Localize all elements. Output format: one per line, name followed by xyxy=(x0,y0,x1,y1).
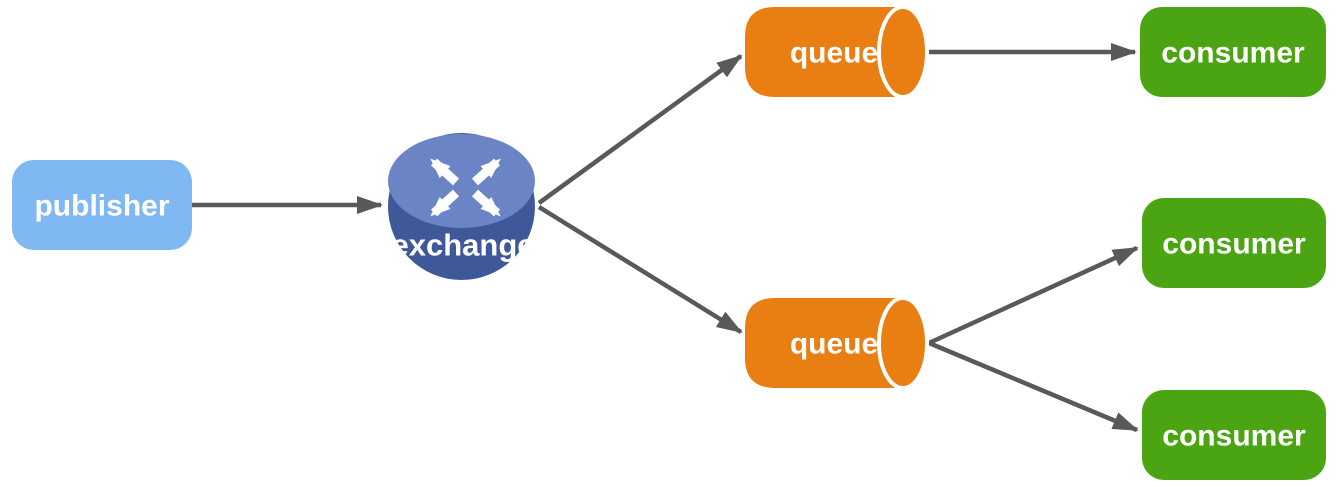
publisher-box xyxy=(12,160,192,250)
queue-bottom-node: queue xyxy=(745,296,929,390)
queue-top-body xyxy=(745,7,903,97)
consumer-middle-node: consumer xyxy=(1142,198,1326,288)
publisher-label: publisher xyxy=(34,190,169,223)
edge-queue-bottom-consumer-bottom xyxy=(928,340,1139,433)
queue-bottom-cap xyxy=(877,296,929,390)
queue-top-cap xyxy=(877,5,929,99)
exchange-node: exchange xyxy=(388,133,535,280)
consumer-top-box xyxy=(1140,7,1326,97)
route-arrow-top-right-icon xyxy=(471,158,501,186)
route-arrow-top-left-icon xyxy=(430,158,460,186)
queue-bottom-label: queue xyxy=(790,328,878,361)
consumer-top-label: consumer xyxy=(1161,37,1305,70)
exchange-top-face xyxy=(388,134,535,228)
consumer-middle-box xyxy=(1142,198,1326,288)
consumer-middle-label: consumer xyxy=(1162,228,1306,261)
edges xyxy=(192,43,1139,433)
queue-top-label: queue xyxy=(790,37,878,70)
route-arrows-icon xyxy=(430,158,501,217)
exchange-label: exchange xyxy=(391,228,534,263)
edge-exchange-queue-top xyxy=(537,54,743,205)
publisher-node: publisher xyxy=(12,160,192,250)
consumer-bottom-node: consumer xyxy=(1142,390,1326,480)
consumer-bottom-box xyxy=(1142,390,1326,480)
queue-bottom-body xyxy=(745,298,903,388)
route-arrow-bottom-left-icon xyxy=(430,189,460,217)
route-arrow-bottom-right-icon xyxy=(471,189,501,217)
consumer-top-node: consumer xyxy=(1140,7,1326,97)
queue-top-node: queue xyxy=(745,5,929,99)
edge-queue-bottom-consumer-middle xyxy=(928,245,1139,346)
edge-exchange-queue-bottom xyxy=(537,205,743,334)
consumer-bottom-label: consumer xyxy=(1162,420,1306,453)
